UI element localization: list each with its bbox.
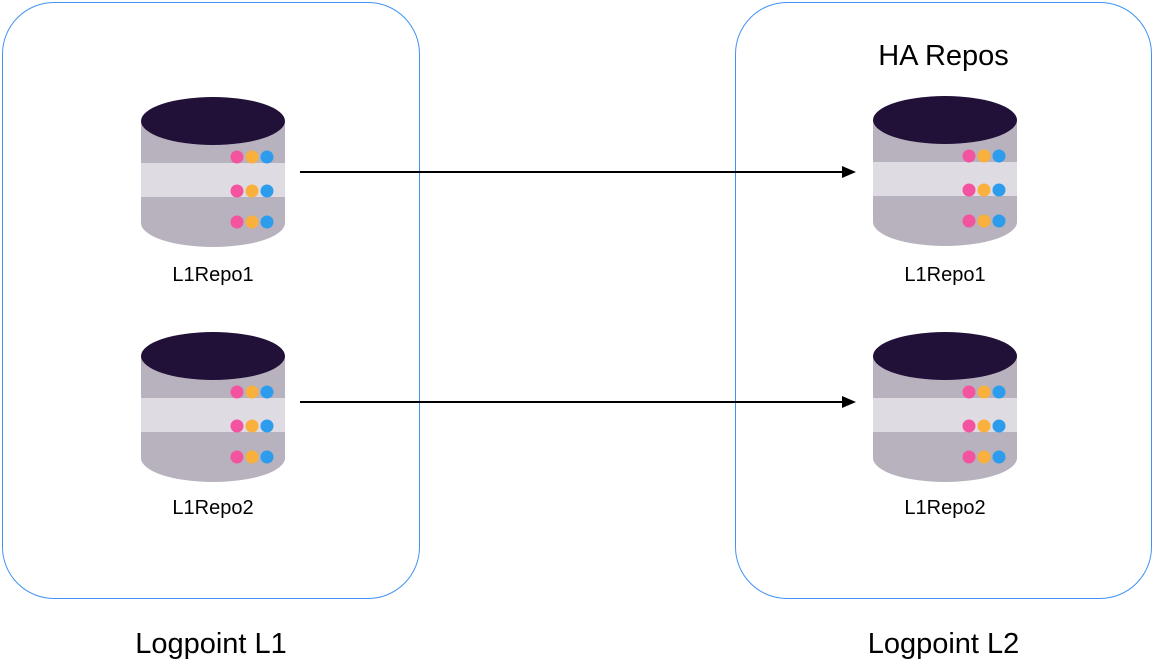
- replication-arrow: [300, 396, 856, 408]
- repo-label: L1Repo1: [904, 264, 986, 286]
- repo-label: L1Repo1: [172, 264, 254, 286]
- repo-label: L1Repo2: [904, 497, 986, 519]
- ha-repos-title: HA Repos: [878, 40, 1009, 72]
- database-icon: [873, 332, 1017, 482]
- database-icon: [873, 96, 1017, 246]
- database-icon: [141, 97, 285, 247]
- database-icon: [141, 332, 285, 482]
- logpoint-l2-box: [735, 2, 1152, 599]
- replication-arrow: [300, 166, 856, 178]
- logpoint-l1-box: [2, 2, 420, 599]
- group-label-logpoint-l1: Logpoint L1: [135, 628, 287, 660]
- group-label-logpoint-l2: Logpoint L2: [867, 628, 1020, 660]
- repo-label: L1Repo2: [172, 497, 254, 519]
